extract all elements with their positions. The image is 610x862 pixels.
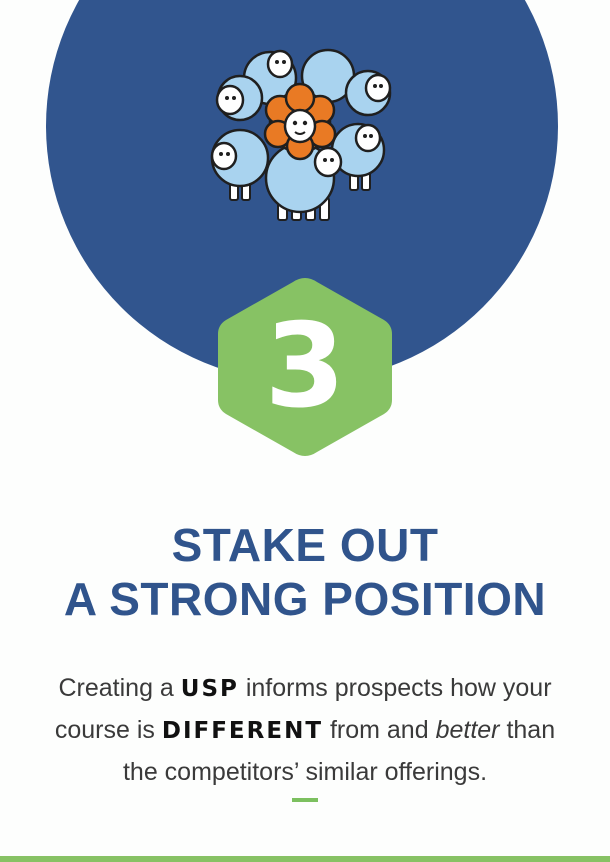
description-line-3: the competitors’ similar offerings. — [122, 758, 488, 786]
bottom-accent-bar — [0, 856, 610, 862]
different-highlight: DIFFERENT — [161, 718, 324, 744]
section-divider — [292, 798, 318, 802]
text-segment: Creating a — [58, 674, 181, 702]
description-line-1: Creating a USP informs prospects how you… — [40, 668, 570, 710]
number-badge-hexagon — [218, 278, 392, 456]
title-line-1: STAKE OUT — [171, 519, 439, 571]
usp-highlight: USP — [180, 676, 239, 702]
description-paragraph: Creating a USP informs prospects how you… — [40, 668, 570, 793]
text-segment: informs prospects how your — [238, 674, 552, 702]
text-segment: course is — [54, 716, 162, 744]
description-line-2: course is DIFFERENT from and better than — [40, 710, 570, 752]
step-number: 3 — [264, 299, 346, 434]
page-title: STAKE OUT A STRONG POSITION — [0, 518, 610, 626]
text-segment: from and — [323, 716, 436, 744]
text-segment: than — [499, 716, 556, 744]
sheep-flock-icon — [210, 48, 392, 221]
orange-sheep-icon — [263, 82, 337, 161]
title-line-2: A STRONG POSITION — [63, 573, 547, 625]
better-emphasis: better — [435, 716, 500, 744]
